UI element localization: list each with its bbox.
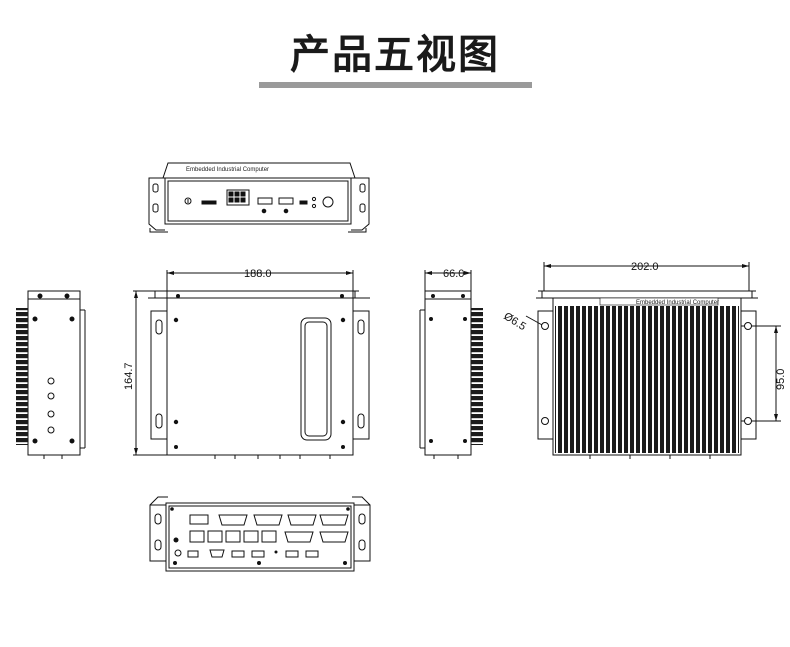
dimension-width-front: 188.0 (244, 268, 272, 280)
top-panel-brand: Embedded Industrial Computer (636, 300, 719, 306)
left-side-fins (16, 308, 28, 445)
top-view-label-strip (599, 297, 719, 306)
rear-panel-screws (170, 507, 350, 565)
front-panel-brand: Embedded Industrial Computer (186, 167, 269, 173)
title-underline (259, 82, 532, 88)
dimension-depth-side: 66.0 (443, 268, 464, 280)
dimension-mount-spacing: 95.0 (775, 369, 787, 390)
dimension-height-front: 164.7 (123, 362, 135, 390)
top-view-arrows (544, 264, 778, 421)
top-view-holes (541, 322, 752, 425)
main-front-arrows (134, 271, 353, 455)
main-front-screws (173, 294, 346, 449)
front-panel-view (148, 162, 370, 233)
top-view-fins (555, 306, 739, 453)
right-side-view (419, 270, 472, 459)
dimension-hole-diameter: Ø6.5 (501, 310, 528, 333)
right-side-screws (425, 271, 471, 443)
dimension-width-top: 202.0 (631, 261, 659, 273)
main-front-view (133, 270, 370, 459)
rear-panel-view (149, 496, 371, 572)
left-side-view (27, 290, 86, 459)
page-title: 产品五视图 (290, 32, 500, 78)
right-side-fins (471, 308, 483, 445)
